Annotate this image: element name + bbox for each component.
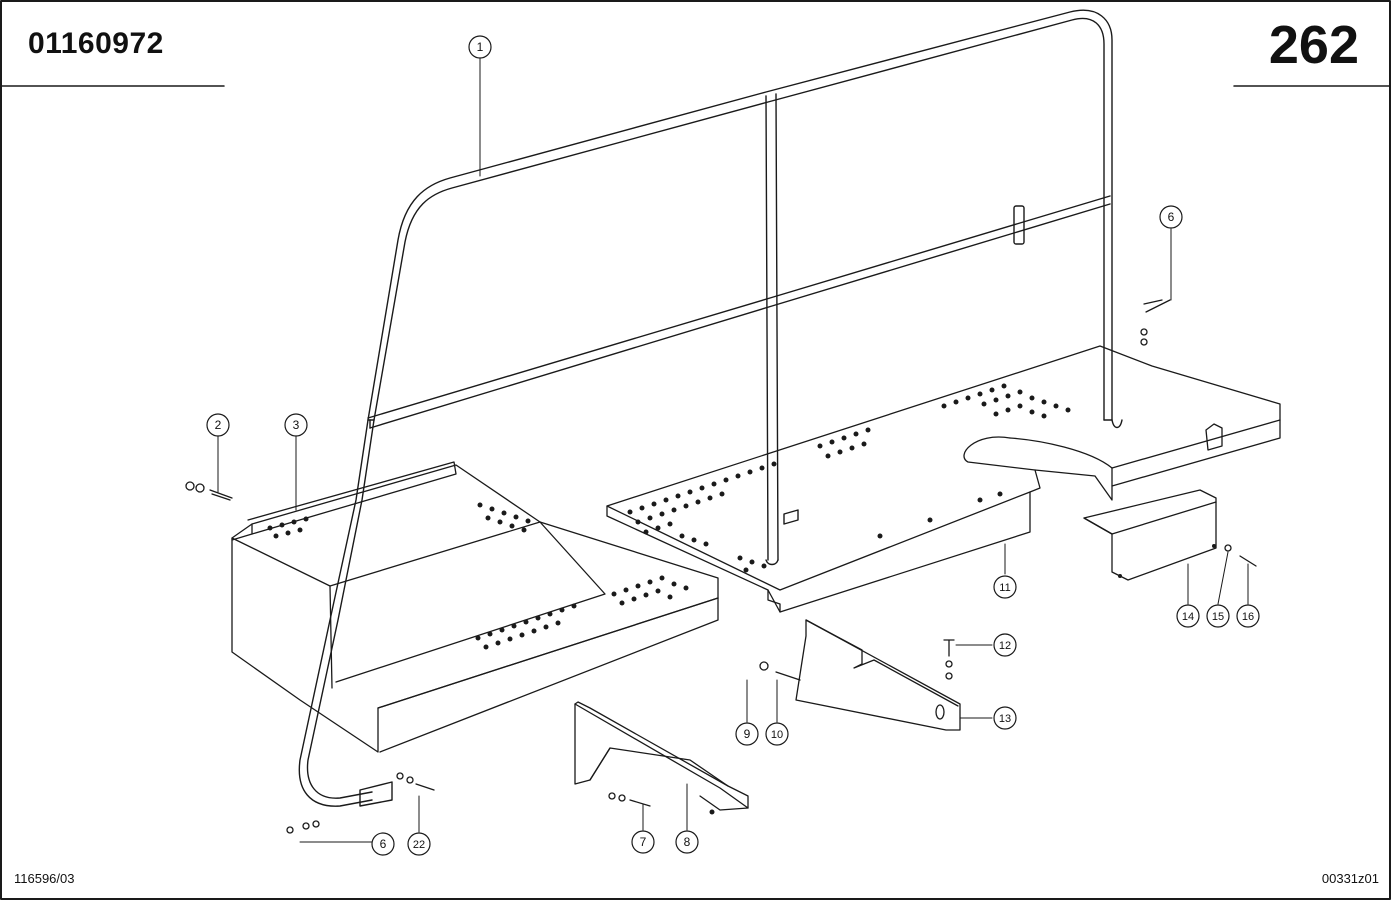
callout-10: 10 xyxy=(771,729,783,741)
drawing-reference-right: 00331z01 xyxy=(1321,871,1379,886)
callout-6-top: 6 xyxy=(1168,210,1175,224)
callout-3: 3 xyxy=(293,418,300,432)
leader-lines xyxy=(217,57,1249,843)
callout-15: 15 xyxy=(1212,611,1224,623)
callout-12: 12 xyxy=(999,640,1011,652)
handrail-part-1 xyxy=(298,9,1123,807)
drawing-reference-left: 116596/03 xyxy=(14,871,75,886)
platform-part-11 xyxy=(606,345,1281,613)
callout-8: 8 xyxy=(684,835,691,849)
bracket-part-8 xyxy=(574,701,749,815)
bracket-tab xyxy=(1205,423,1223,451)
callout-16: 16 xyxy=(1242,611,1254,623)
document-number: 01160972 xyxy=(28,27,164,60)
bracket-part-14 xyxy=(1083,489,1217,581)
callout-9: 9 xyxy=(744,727,751,741)
step-box-part-3 xyxy=(231,461,719,753)
callout-labels: 1 2 3 6 6 7 8 9 10 11 12 13 14 15 16 22 xyxy=(215,40,1254,851)
perforation-holes xyxy=(627,383,1071,573)
callout-22: 22 xyxy=(413,839,425,851)
perforation-holes xyxy=(267,502,689,650)
callout-7: 7 xyxy=(640,835,647,849)
callout-circles xyxy=(206,35,1260,856)
callout-6-bottom: 6 xyxy=(380,837,387,851)
callout-11: 11 xyxy=(999,582,1010,594)
bracket-part-13 xyxy=(795,619,961,731)
page-number: 262 xyxy=(1268,15,1359,75)
callout-2: 2 xyxy=(215,418,222,432)
fasteners xyxy=(185,299,1257,834)
callout-1: 1 xyxy=(477,40,484,54)
callout-13: 13 xyxy=(999,713,1011,725)
callout-14: 14 xyxy=(1182,611,1194,623)
